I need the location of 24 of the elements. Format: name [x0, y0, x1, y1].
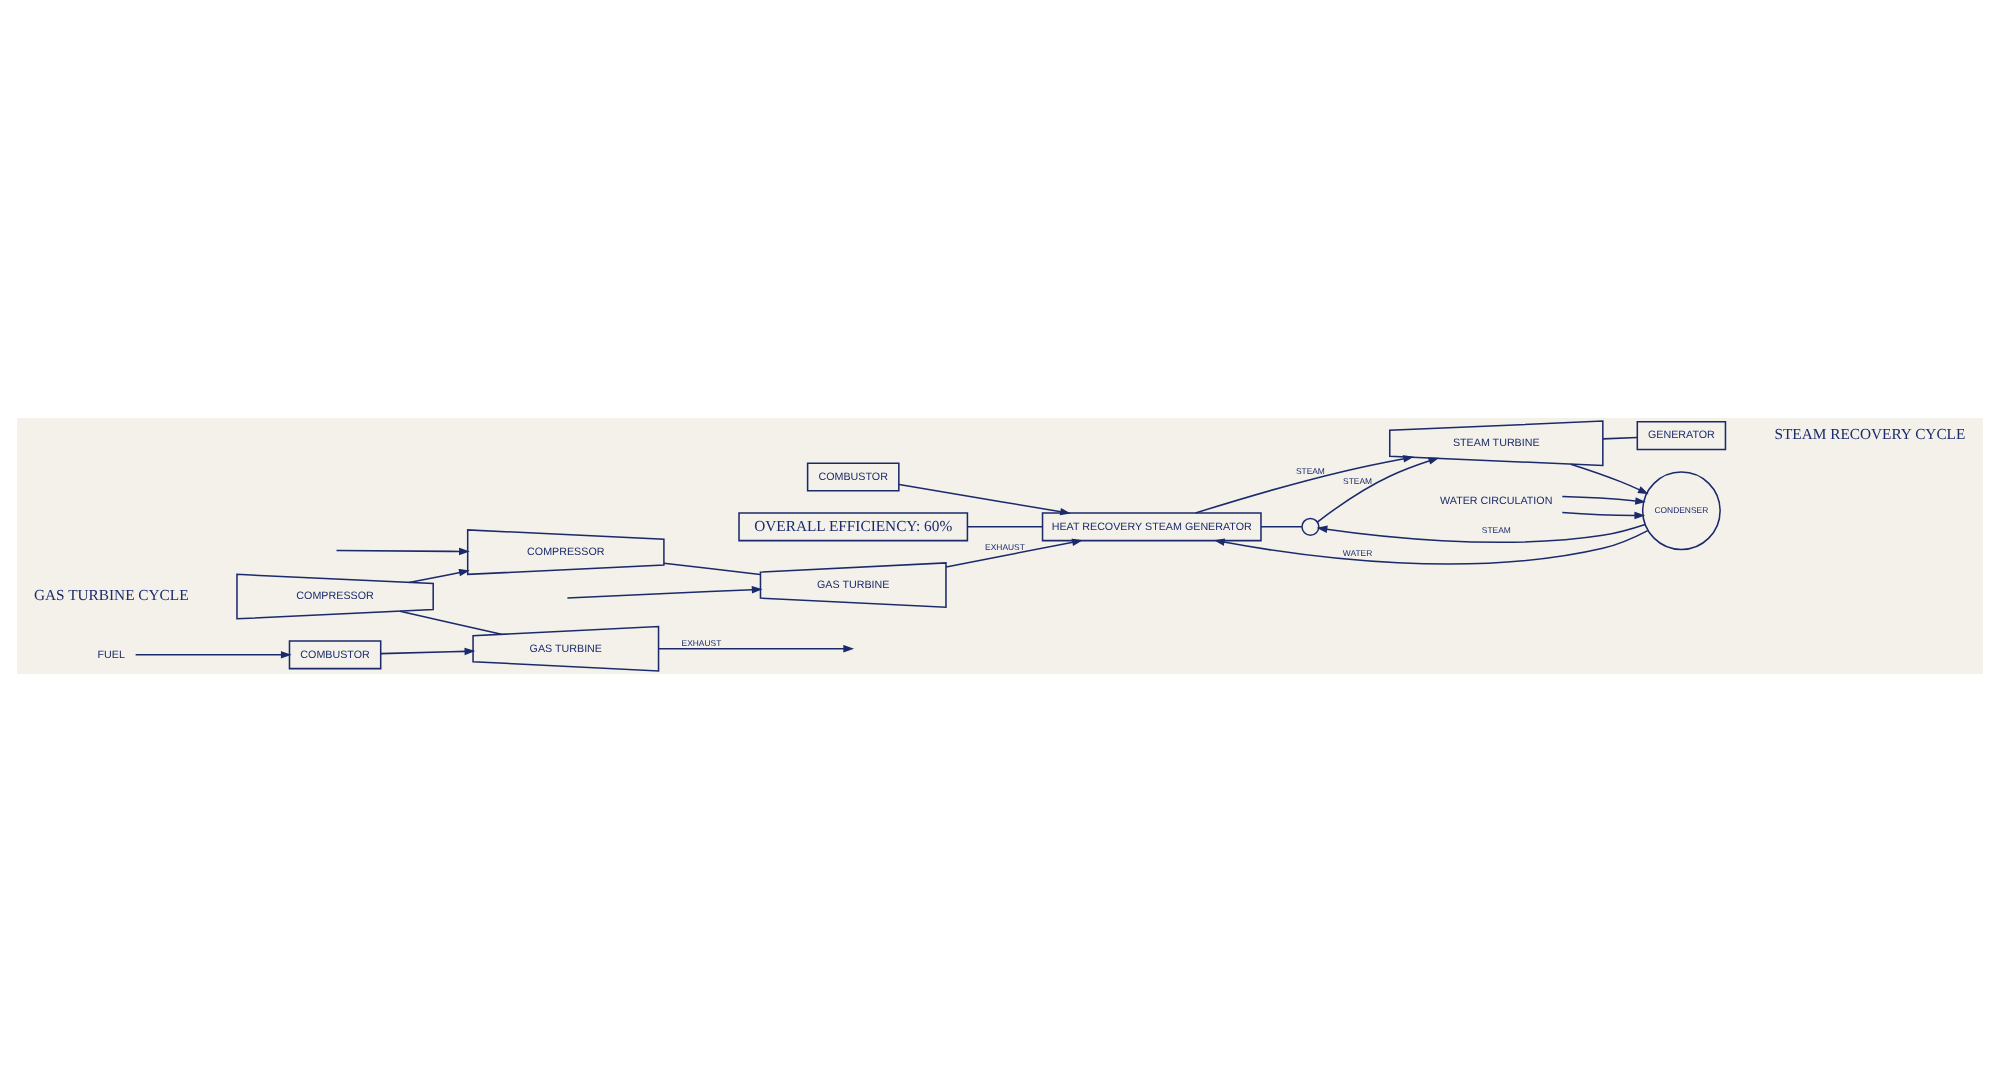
arrow — [1561, 494, 1646, 504]
arrow — [945, 537, 1083, 567]
node-box: OVERALL EFFICIENCY: 60% — [738, 511, 969, 541]
arrow — [898, 482, 1071, 515]
connector — [1260, 525, 1303, 527]
connector — [966, 525, 1044, 527]
arrow — [1561, 510, 1646, 519]
connector — [399, 609, 503, 635]
node-circle — [1301, 516, 1320, 536]
connector — [663, 561, 761, 575]
arrow — [380, 646, 476, 655]
arrow — [335, 546, 470, 555]
label: STEAM RECOVERY CYCLE — [1774, 424, 1966, 443]
label: GAS TURBINE CYCLE — [34, 585, 189, 604]
arrow — [657, 643, 855, 652]
arrow — [1316, 522, 1646, 543]
arrow — [1213, 528, 1649, 564]
arrow — [566, 584, 763, 598]
arrow — [134, 650, 292, 658]
arrow — [1316, 456, 1440, 522]
arrow — [1194, 454, 1414, 513]
arrow — [408, 567, 470, 583]
connector — [1602, 435, 1638, 439]
arrow — [1570, 462, 1649, 494]
